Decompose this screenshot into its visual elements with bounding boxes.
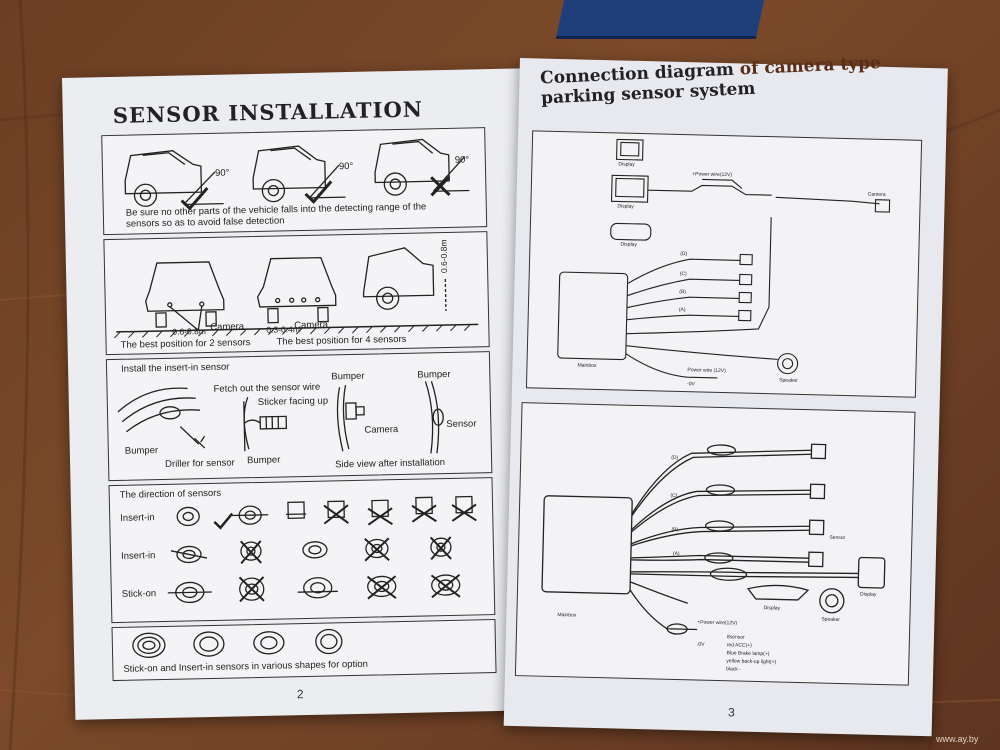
legend-line-3: Blue Brake lamp(+) — [726, 650, 770, 658]
power-wire-label-bottom: Power wire (12V) — [687, 367, 726, 375]
angle-label-2: 90° — [338, 160, 354, 173]
bumper-label-left: Bumper — [124, 445, 159, 457]
svg-text:+Power wire(12V): +Power wire(12V) — [692, 171, 732, 178]
legend-line-2: red ACC(+) — [726, 642, 752, 649]
sensor-label-c: (C) — [679, 270, 687, 278]
manual-page-sensor-installation: SENSOR INSTALLATION — [62, 68, 536, 720]
minus-0v-label: -0V — [687, 381, 695, 388]
sticker-label: Sticker facing up — [257, 395, 329, 408]
row-label-insert-in-1: Insert-in — [120, 512, 155, 524]
legend-line-1: 8sensor — [726, 634, 745, 641]
direction-heading: The direction of sensors — [119, 487, 222, 501]
page-number: 3 — [727, 705, 735, 720]
legend-line-4: yellow back-up light(+) — [726, 658, 777, 666]
power-wire-label: +Power wire(12V) — [697, 619, 738, 627]
sensor-direction-drawings — [167, 495, 477, 604]
bumper-label-top-1: Bumper — [331, 370, 365, 383]
sensor-label: Sensor — [446, 418, 477, 431]
sensor-label-a: (A) — [678, 306, 686, 314]
car-rear-drawings — [124, 138, 470, 211]
camera-label: Camera — [364, 424, 399, 436]
panel-sensor-shapes: Stick-on and Insert-in sensors in variou… — [111, 619, 497, 682]
display-label-2: Display — [617, 203, 634, 210]
sensor-connection-wiring — [541, 443, 886, 635]
fetch-wire-label: Fetch out the sensor wire — [213, 381, 321, 395]
sensor-label-b: (B) — [679, 288, 687, 296]
sensor-label-d: (D) — [680, 250, 688, 258]
page-title: SENSOR INSTALLATION — [112, 96, 424, 128]
side-view-caption: Side view after installation — [335, 457, 446, 471]
driller-label: Driller for sensor — [165, 457, 235, 470]
panel-install-insert-in: Install the insert-in sensor Fetch out t… — [105, 351, 493, 482]
sensor-position-drawings — [114, 247, 479, 339]
diagram-sensor-connection: (D) (C) (B) (A) Sensor Display Display S… — [514, 402, 916, 686]
camera-label-2: Camera — [294, 319, 329, 332]
display-label-3: Display — [620, 241, 637, 248]
page-number: 2 — [296, 687, 304, 702]
display-label-1: Display — [763, 605, 781, 612]
row-label-insert-in-2: Insert-in — [120, 550, 156, 562]
distance-label-2-sensors: 0.6-0.8m — [172, 326, 206, 337]
minus-0v-label: -0V — [696, 641, 705, 648]
sensor-shapes-drawings — [132, 628, 343, 658]
manual-page-connection-diagram: Connection diagram of camera type parkin… — [503, 53, 948, 737]
diagram-camera-connection: +Power wire(12V) Display Display Display… — [525, 130, 923, 398]
panel-detecting-range: 90° 90° 90° Be sure no other parts of th… — [101, 127, 488, 236]
insert-in-heading: Install the insert-in sensor — [120, 361, 230, 375]
mainbox-label: Mainbox — [577, 362, 597, 369]
display-label-1: Display — [618, 161, 635, 168]
camera-label-1: Camera — [210, 321, 245, 333]
sensor-label-a: (A) — [672, 550, 680, 558]
angle-label-1: 90° — [214, 167, 230, 179]
height-label: 0.6-0.8m — [438, 239, 450, 274]
watermark: www.ay.by — [936, 734, 979, 744]
speaker-label: Speaker — [779, 377, 798, 384]
camera-connection-wiring: +Power wire(12V) — [557, 138, 891, 379]
bumper-label-middle: Bumper — [246, 454, 281, 467]
speaker-label: Speaker — [821, 616, 841, 623]
panel-best-position: 0.6-0.8m 0.3-0.4m Camera Camera 0.6-0.8m… — [103, 231, 490, 356]
row-label-stick-on: Stick-on — [121, 588, 157, 600]
sensor-label-c: (C) — [670, 492, 678, 499]
legend-line-5: black - — [726, 666, 741, 673]
insert-in-install-drawings — [117, 381, 444, 454]
sensor-label-d: (D) — [671, 454, 679, 461]
camera-label: Camera — [867, 191, 886, 198]
sensor-label-b: (B) — [671, 526, 679, 534]
panel-sensor-direction: The direction of sensors Insert-in Inser… — [108, 477, 496, 624]
blue-box-corner — [555, 0, 765, 39]
title-part-2: of camera type — [739, 53, 882, 80]
mainbox-label: Mainbox — [557, 612, 577, 619]
sensor-label: Sensor — [829, 534, 846, 542]
bumper-label-top-2: Bumper — [417, 368, 451, 381]
display-label-2: Display — [859, 591, 877, 598]
page-title: Connection diagram of camera type parkin… — [540, 53, 882, 108]
angle-label-3: 90° — [454, 154, 470, 166]
